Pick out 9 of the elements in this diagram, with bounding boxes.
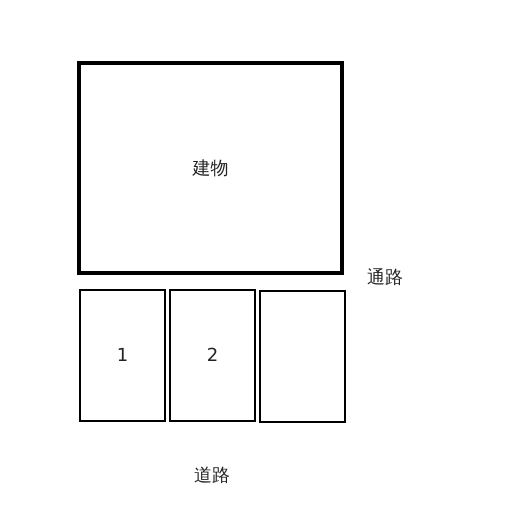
lot-number: 1 <box>116 345 128 366</box>
lot-box <box>259 290 346 423</box>
building-box <box>77 61 344 275</box>
building-label: 建物 <box>192 157 228 180</box>
lot-box <box>79 289 166 422</box>
lot-number: 2 <box>206 345 218 366</box>
passage-label: 通路 <box>367 266 403 289</box>
road-label: 道路 <box>194 464 230 487</box>
lot-box <box>169 289 256 422</box>
